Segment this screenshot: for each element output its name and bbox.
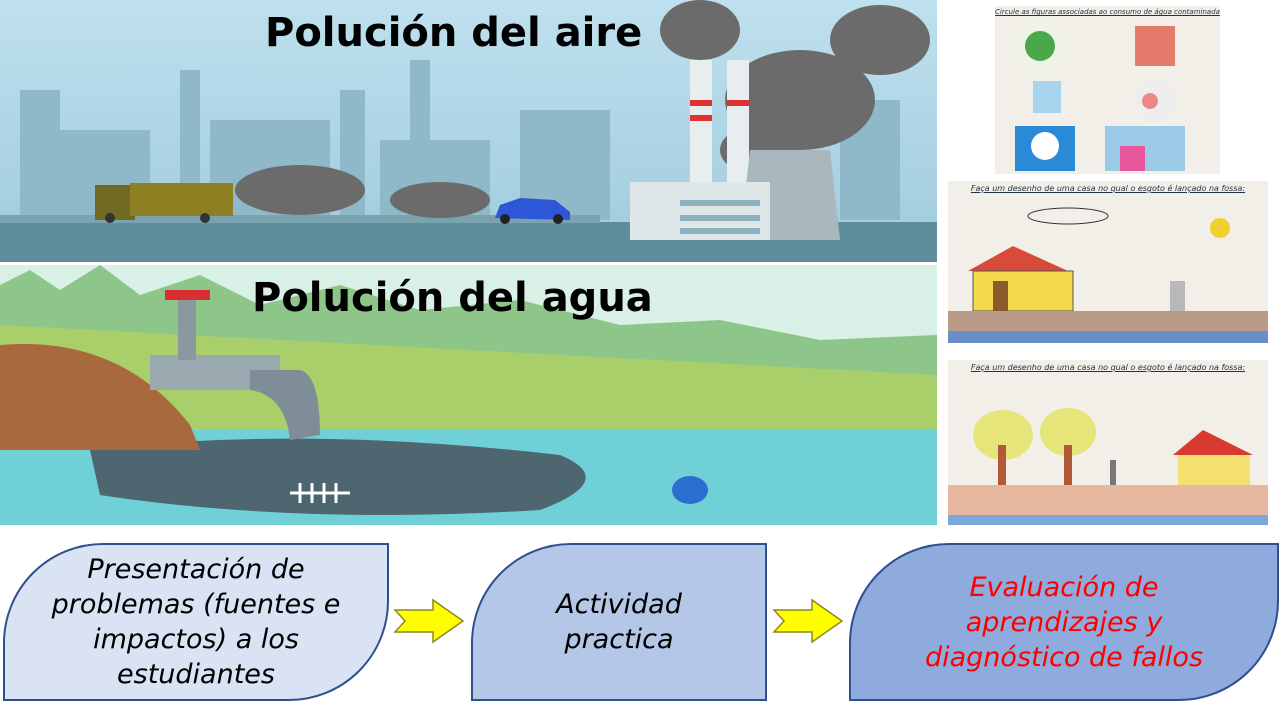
- trees-house-drawing: [948, 408, 1268, 525]
- water-pollution-illustration: [0, 265, 937, 525]
- air-pollution-title: Polución del aire: [265, 10, 643, 56]
- worksheet-photo-contaminated-water: Circule as figuras associadas ao consumo…: [995, 6, 1220, 174]
- worksheet-caption: Circule as figuras associadas ao consumo…: [995, 8, 1220, 16]
- worksheet-caption: Faça um desenho de uma casa no qual o es…: [970, 184, 1246, 193]
- worksheet-caption: Faça um desenho de uma casa no qual o es…: [970, 363, 1246, 372]
- house-drawing: [948, 207, 1268, 343]
- arrow-right-icon: [393, 598, 465, 644]
- flow-step-evaluation: Evaluación de aprendizajes y diagnóstico…: [849, 543, 1279, 701]
- flow-step-practical-activity: Actividad practica: [471, 543, 767, 701]
- water-pollution-title: Polución del agua: [252, 275, 653, 321]
- flow-step-practical-activity-text: Actividad practica: [556, 589, 682, 655]
- air-pollution-illustration: [0, 0, 937, 262]
- worksheet-photo-house-drawing-2: Faça um desenho de uma casa no qual o es…: [948, 360, 1268, 525]
- flow-step-presentation: Presentación de problemas (fuentes e imp…: [3, 543, 389, 701]
- worksheet-figures: [1015, 21, 1185, 171]
- worksheet-photo-house-drawing-1: Faça um desenho de uma casa no qual o es…: [948, 181, 1268, 343]
- flow-step-evaluation-text: Evaluación de aprendizajes y diagnóstico…: [924, 571, 1204, 673]
- flow-step-presentation-text: Presentación de problemas (fuentes e imp…: [51, 554, 341, 690]
- arrow-right-icon: [772, 598, 844, 644]
